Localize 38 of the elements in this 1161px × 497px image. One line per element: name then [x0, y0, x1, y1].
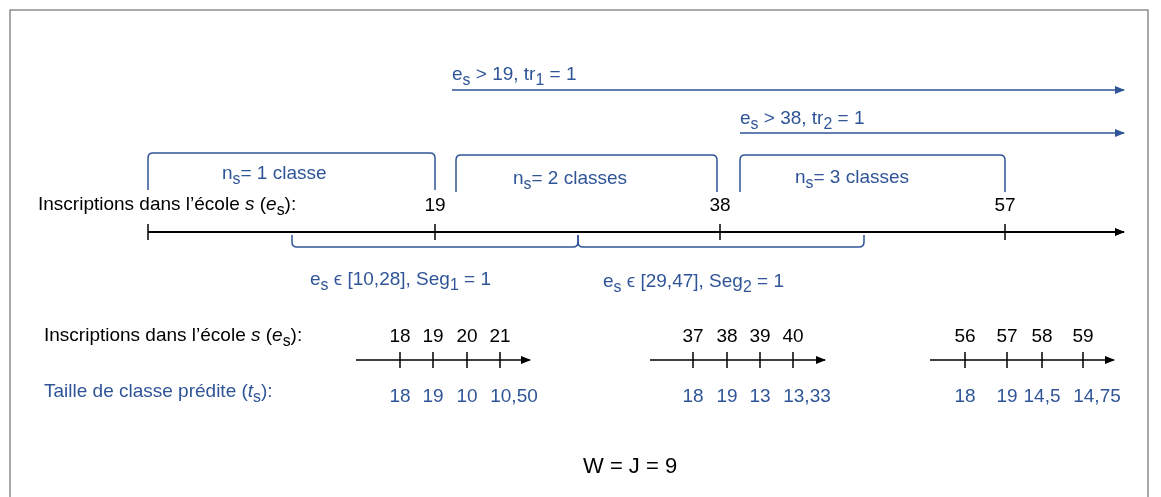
- predicted-size-label: 14,5: [1023, 385, 1061, 407]
- class-count-label: n$_{s}$= 2 classes: [513, 167, 628, 194]
- tick-label: 18: [389, 325, 411, 347]
- tick-label: 19: [422, 325, 444, 347]
- range-label: e$_{s}$ ϵ [29,47], Seg$_{2}$ = 1: [603, 270, 784, 297]
- predicted-size-label: 13: [749, 385, 771, 407]
- tick-label: 40: [782, 325, 804, 347]
- axis-label: Taille de classe prédite (t$_{s}$):: [44, 380, 273, 407]
- class-count-label: n$_{s}$= 1 classe: [222, 162, 327, 189]
- tick-label: 19: [424, 194, 446, 216]
- tick-label: 59: [1072, 325, 1094, 347]
- tick-label: 21: [489, 325, 511, 347]
- tick-label: 38: [716, 325, 738, 347]
- predicted-size-label: 18: [389, 385, 411, 407]
- tick-label: 56: [954, 325, 976, 347]
- predicted-size-label: 18: [682, 385, 704, 407]
- predicted-size-label: 10: [456, 385, 478, 407]
- predicted-size-label: 19: [422, 385, 444, 407]
- class-count-label: n$_{s}$= 3 classes: [795, 166, 910, 193]
- condition-label: e$_{s}$ > 38, tr$_{2}$ = 1: [740, 107, 865, 134]
- formula: W = J = 9: [583, 455, 678, 477]
- axis-label: Inscriptions dans l’école s (e$_{s}$):: [38, 193, 297, 220]
- tick-label: 57: [996, 325, 1018, 347]
- tick-label: 39: [749, 325, 771, 347]
- axis-label: Inscriptions dans l’école s (e$_{s}$):: [44, 324, 303, 351]
- range-label: e$_{s}$ ϵ [10,28], Seg$_{1}$ = 1: [310, 268, 491, 295]
- condition-label: e$_{s}$ > 19, tr$_{1}$ = 1: [452, 63, 577, 90]
- predicted-size-label: 14,75: [1073, 385, 1121, 407]
- tick-label: 37: [682, 325, 704, 347]
- predicted-size-label: 18: [954, 385, 976, 407]
- tick-label: 58: [1031, 325, 1053, 347]
- tick-label: 57: [994, 194, 1016, 216]
- predicted-size-label: 19: [996, 385, 1018, 407]
- tick-label: 38: [709, 194, 731, 216]
- tick-label: 20: [456, 325, 478, 347]
- predicted-size-label: 19: [716, 385, 738, 407]
- predicted-size-label: 10,50: [490, 385, 538, 407]
- predicted-size-label: 13,33: [783, 385, 831, 407]
